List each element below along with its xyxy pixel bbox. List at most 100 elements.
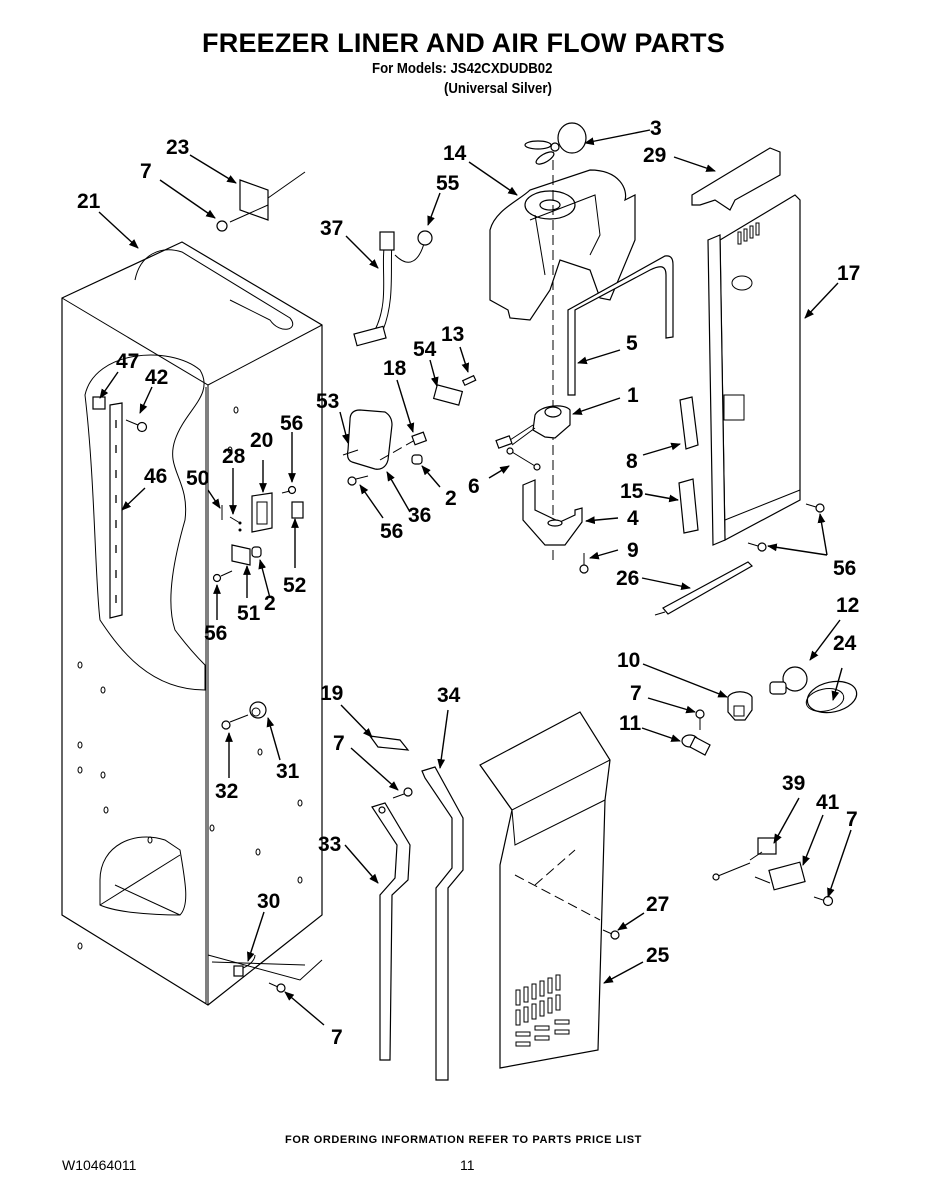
callout-14[interactable]: 14 xyxy=(443,142,467,165)
label-19-part[interactable] xyxy=(368,735,410,751)
screw-42-part[interactable] xyxy=(125,419,148,433)
screw-7-d-part[interactable] xyxy=(813,895,834,907)
callout-7-bottom[interactable]: 7 xyxy=(331,1026,343,1049)
plate-51-part[interactable] xyxy=(231,544,251,566)
callout-2-right[interactable]: 2 xyxy=(445,487,457,510)
screw-7-e-part[interactable] xyxy=(268,982,286,993)
callout-2-left[interactable]: 2 xyxy=(264,592,276,615)
callout-28[interactable]: 28 xyxy=(222,445,246,468)
channel-part[interactable] xyxy=(654,561,753,616)
callout-30[interactable]: 30 xyxy=(257,890,280,913)
callout-7-control[interactable]: 7 xyxy=(846,808,858,831)
callout-10[interactable]: 10 xyxy=(617,649,640,672)
control-41-part[interactable] xyxy=(754,861,806,891)
spacer-2-right-part[interactable] xyxy=(411,454,423,465)
screw-7-c-part[interactable] xyxy=(392,787,413,799)
bracket-23-part[interactable] xyxy=(216,171,306,232)
callout-25[interactable]: 25 xyxy=(646,944,670,967)
callout-56-upper[interactable]: 56 xyxy=(280,412,303,435)
callout-9[interactable]: 9 xyxy=(627,539,639,562)
callout-34[interactable]: 34 xyxy=(437,684,461,707)
callout-56-plate[interactable]: 56 xyxy=(380,520,403,543)
callout-55[interactable]: 55 xyxy=(436,172,460,195)
callout-12[interactable]: 12 xyxy=(836,594,859,617)
screw-9-part[interactable] xyxy=(579,553,589,574)
callout-52[interactable]: 52 xyxy=(283,574,306,597)
bracket-15-part[interactable] xyxy=(678,478,699,534)
air-duct-cover-part[interactable] xyxy=(479,711,611,1069)
callout-32[interactable]: 32 xyxy=(215,780,238,803)
callout-37[interactable]: 37 xyxy=(320,217,343,240)
screw-27-part[interactable] xyxy=(602,929,620,940)
screw-56-a-part[interactable] xyxy=(281,485,297,495)
callout-29[interactable]: 29 xyxy=(643,144,666,167)
socket-18-part[interactable] xyxy=(411,431,428,446)
callout-21[interactable]: 21 xyxy=(77,190,101,213)
callout-19[interactable]: 19 xyxy=(320,682,343,705)
callout-36[interactable]: 36 xyxy=(408,504,431,527)
mullion-strip-part[interactable] xyxy=(371,802,411,1061)
callout-11[interactable]: 11 xyxy=(619,712,642,735)
callout-33[interactable]: 33 xyxy=(318,833,341,856)
callout-53[interactable]: 53 xyxy=(316,390,339,413)
callout-13[interactable]: 13 xyxy=(441,323,464,346)
callout-7-light[interactable]: 7 xyxy=(630,682,642,705)
callout-54[interactable]: 54 xyxy=(413,338,437,361)
callout-17[interactable]: 17 xyxy=(837,262,860,285)
callout-27[interactable]: 27 xyxy=(646,893,669,916)
top-trim-part[interactable] xyxy=(691,147,781,211)
callout-4[interactable]: 4 xyxy=(627,507,639,530)
rear-air-panel-part[interactable] xyxy=(707,194,801,546)
shelf-ladder-part[interactable] xyxy=(92,396,123,619)
callout-50[interactable]: 50 xyxy=(186,467,209,490)
cover-plate-part[interactable] xyxy=(342,409,416,470)
light-housing-part[interactable] xyxy=(251,492,273,533)
callout-42[interactable]: 42 xyxy=(145,366,168,389)
screw-56-b-part[interactable] xyxy=(347,475,369,486)
screw-56-c-part[interactable] xyxy=(212,570,233,583)
bracket-54-part[interactable] xyxy=(432,374,477,406)
clip-11-part[interactable] xyxy=(681,734,711,756)
freezer-liner-part[interactable] xyxy=(61,241,323,1006)
callout-3[interactable]: 3 xyxy=(650,117,662,140)
fan-shroud-part[interactable] xyxy=(489,169,636,321)
evaporator-fan-motor-part[interactable] xyxy=(495,405,571,449)
light-bulb-part[interactable] xyxy=(769,666,808,695)
thermistor-part[interactable] xyxy=(712,837,777,881)
callout-24[interactable]: 24 xyxy=(833,632,857,655)
callout-39[interactable]: 39 xyxy=(782,772,805,795)
callout-26[interactable]: 26 xyxy=(616,567,639,590)
callout-18[interactable]: 18 xyxy=(383,357,407,380)
gasket-part[interactable] xyxy=(567,255,674,396)
callout-5[interactable]: 5 xyxy=(626,332,638,355)
bracket-8-part[interactable] xyxy=(679,396,699,450)
motor-bracket-part[interactable] xyxy=(522,479,583,546)
light-socket-part[interactable] xyxy=(727,691,753,721)
fan-blade-part[interactable] xyxy=(524,122,587,166)
callout-41[interactable]: 41 xyxy=(816,791,840,814)
callout-56-right[interactable]: 56 xyxy=(833,557,856,580)
screw-56-d-part[interactable] xyxy=(747,503,825,552)
spacer-2-left-part[interactable] xyxy=(251,546,262,558)
callout-51[interactable]: 51 xyxy=(237,602,261,625)
callout-1[interactable]: 1 xyxy=(627,384,639,407)
wire-harness-part[interactable] xyxy=(353,230,433,347)
callout-7-top[interactable]: 7 xyxy=(140,160,152,183)
clip-30-part[interactable] xyxy=(233,954,256,977)
callout-7-mullion[interactable]: 7 xyxy=(333,732,345,755)
wrench-part[interactable] xyxy=(506,447,541,471)
callout-15[interactable]: 15 xyxy=(620,480,644,503)
screw-32-part[interactable] xyxy=(221,714,249,730)
clip-28-part[interactable] xyxy=(229,516,242,532)
clip-52-part[interactable] xyxy=(291,501,304,519)
seal-strip-part[interactable] xyxy=(421,766,464,1081)
callout-8[interactable]: 8 xyxy=(626,450,638,473)
callout-31[interactable]: 31 xyxy=(276,760,300,783)
callout-46[interactable]: 46 xyxy=(144,465,167,488)
light-shield-part[interactable] xyxy=(804,677,859,717)
callout-47[interactable]: 47 xyxy=(116,350,139,373)
screw-7-b-part[interactable] xyxy=(695,709,705,730)
callout-6[interactable]: 6 xyxy=(468,475,480,498)
grommet-31-part[interactable] xyxy=(249,701,267,719)
callout-20[interactable]: 20 xyxy=(250,429,273,452)
